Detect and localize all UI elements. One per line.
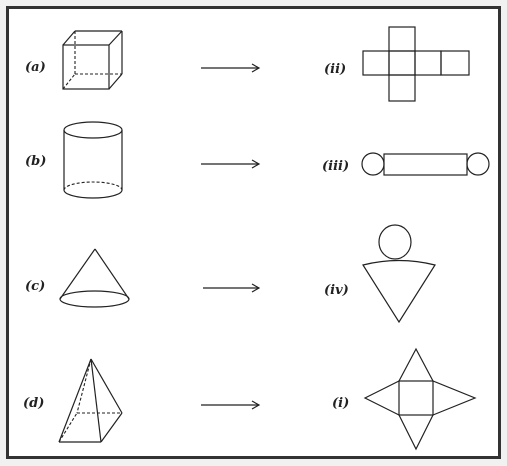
cylinder-icon	[63, 121, 123, 199]
arrow-icon	[201, 400, 261, 410]
arrow-icon	[203, 283, 261, 293]
matching-diagram: (a) (b) (c) (d) (ii) (iii) (iv) (i)	[6, 6, 501, 459]
figures	[58, 26, 490, 451]
cone-net-icon	[362, 224, 436, 324]
net-label-iii: (iii)	[322, 159, 350, 174]
net-label-i: (i)	[332, 396, 350, 411]
arrow-icon	[201, 159, 261, 169]
solid-label-d: (d)	[23, 396, 45, 411]
arrow-icon	[201, 63, 261, 73]
cube-net-icon	[362, 26, 470, 102]
solid-label-c: (c)	[25, 279, 46, 294]
solid-label-b: (b)	[25, 154, 47, 169]
pyramid-net-icon	[363, 347, 477, 451]
pyramid-icon	[58, 358, 123, 443]
cube-icon	[62, 30, 123, 90]
cylinder-net-icon	[361, 152, 490, 176]
cone-icon	[59, 248, 130, 308]
net-label-iv: (iv)	[324, 283, 349, 298]
solid-label-a: (a)	[25, 60, 46, 75]
net-label-ii: (ii)	[324, 62, 347, 77]
